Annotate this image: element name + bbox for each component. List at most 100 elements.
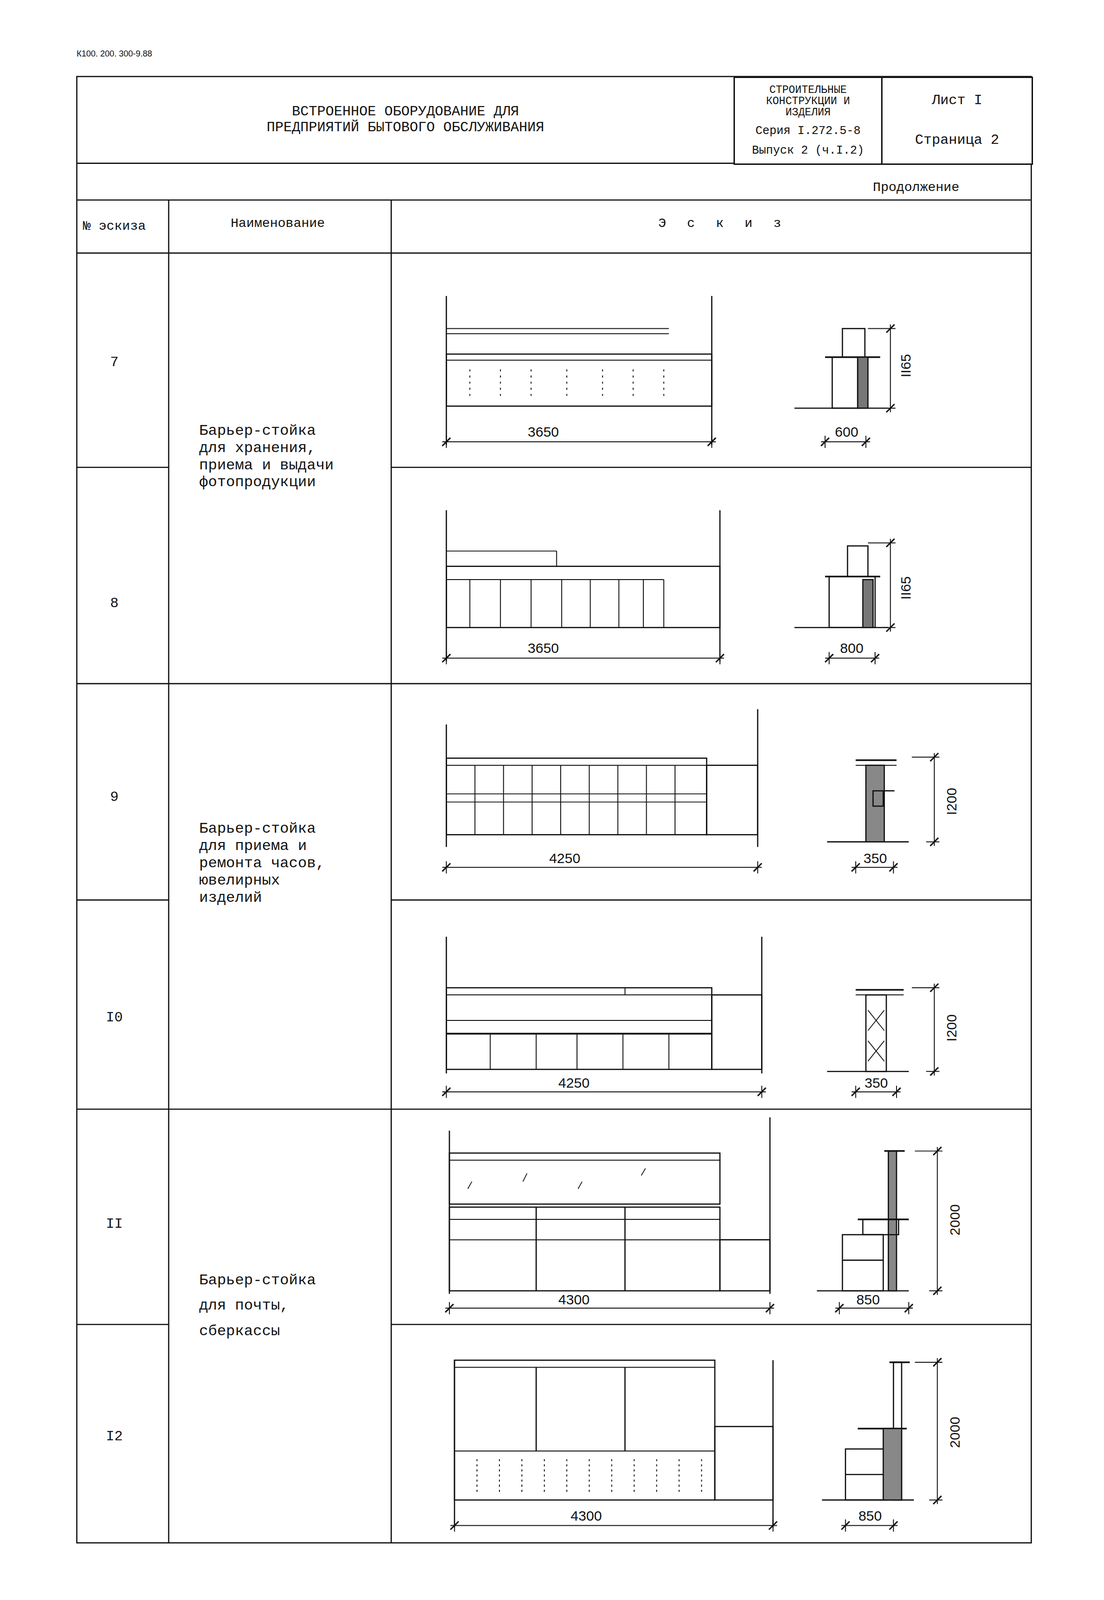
dimension: I200: [944, 1012, 959, 1044]
drawn-line: [622, 1033, 624, 1070]
drawn-line: [624, 988, 626, 996]
drawn-line: [566, 1459, 568, 1496]
title-block-cell: СТРОИТЕЛЬНЫЕ КОНСТРУКЦИИ И ИЗДЕЛИЯСерия …: [733, 76, 884, 165]
drawn-line: [454, 1367, 715, 1369]
sheet-title: ВСТРОЕННОЕ ОБОРУДОВАНИЕ ДЛЯ ПРЕДПРИЯТИЙ …: [242, 103, 570, 136]
drawn-line: [76, 466, 169, 469]
drawn-line: [449, 1160, 720, 1161]
stamp-text: Лист I: [932, 93, 983, 109]
sketch-number: I0: [106, 1010, 123, 1027]
drawn-line: [769, 1302, 771, 1315]
drawn-rect: [842, 328, 865, 358]
drawn-line: [884, 790, 895, 792]
drawn-line: [602, 369, 604, 401]
sketch-number: 9: [110, 789, 119, 806]
drawn-line: [522, 1174, 528, 1183]
drawn-line: [446, 801, 707, 803]
drawn-line: [868, 542, 896, 544]
drawn-line: [454, 1451, 715, 1453]
drawn-line: [668, 1033, 670, 1070]
drawn-rect: [719, 1240, 770, 1292]
drawn-line: [454, 1519, 456, 1532]
drawn-line: [892, 861, 894, 874]
drawn-line: [929, 1500, 943, 1502]
drawn-line: [446, 994, 712, 996]
drawn-line: [442, 657, 725, 659]
drawn-line: [449, 1219, 720, 1221]
drawn-rect: [454, 1360, 715, 1501]
drawn-line: [168, 199, 170, 1544]
dimension: 350: [862, 1076, 891, 1091]
column-header: № эскиза: [79, 219, 150, 235]
drawn-line: [646, 765, 648, 836]
drawn-line: [560, 765, 562, 836]
stamp-text: СТРОИТЕЛЬНЫЕ КОНСТРУКЦИИ И ИЗДЕЛИЯ: [761, 84, 855, 119]
drawn-line: [868, 1010, 885, 1032]
drawn-line: [641, 1168, 646, 1176]
drawn-line: [576, 1033, 578, 1070]
dimension: 600: [833, 425, 861, 440]
drawn-rect: [847, 546, 869, 577]
dimension: 850: [854, 1293, 882, 1308]
drawn-line: [467, 1182, 472, 1190]
drawn-line: [555, 551, 557, 567]
drawn-line: [469, 579, 471, 628]
title-block-cell: Лист IСтраница 2: [881, 76, 1033, 165]
dimension: 4250: [556, 1076, 592, 1091]
drawn-line: [936, 1358, 938, 1505]
drawn-line: [499, 579, 501, 628]
dimension: 3650: [526, 425, 562, 440]
drawn-line: [757, 861, 759, 874]
drawn-line: [474, 765, 476, 836]
drawn-line: [450, 1525, 777, 1527]
column-header: Эскиз: [658, 216, 803, 232]
drawn-line: [890, 539, 891, 633]
document-code: К100. 200. 300-9.88: [76, 49, 153, 59]
item-name: Барьер-стойка для хранения, приема и выд…: [199, 422, 344, 492]
drawn-line: [884, 1150, 905, 1153]
drawn-line: [611, 1459, 613, 1496]
drawn-line: [446, 359, 712, 361]
drawn-line: [933, 753, 935, 847]
drawn-rect: [857, 357, 869, 409]
drawn-line: [503, 765, 505, 836]
drawn-line: [914, 1362, 943, 1364]
drawn-line: [566, 369, 568, 401]
drawn-line: [588, 1459, 590, 1496]
drawn-rect: [446, 758, 707, 835]
drawn-line: [868, 1041, 885, 1062]
drawn-line: [76, 199, 1032, 201]
drawn-line: [889, 1361, 911, 1364]
drawn-line: [896, 1086, 898, 1099]
drawn-line: [390, 199, 392, 1544]
drawn-line: [446, 579, 664, 581]
drawn-line: [868, 1041, 885, 1062]
drawn-line: [855, 861, 857, 874]
drawn-line: [820, 441, 870, 443]
dimension: 4300: [556, 1293, 592, 1308]
drawn-line: [391, 466, 1032, 469]
drawn-line: [391, 899, 1032, 902]
drawn-line: [851, 867, 898, 869]
drawn-line: [624, 1367, 626, 1452]
drawn-line: [624, 1207, 626, 1292]
drawn-line: [588, 765, 590, 836]
drawn-line: [874, 652, 876, 665]
drawn-line: [855, 1086, 857, 1099]
drawn-line: [445, 435, 447, 449]
drawn-line: [772, 1519, 774, 1532]
drawn-line: [857, 1218, 909, 1221]
drawn-line: [936, 1147, 938, 1296]
drawn-line: [865, 435, 867, 449]
drawn-rect: [446, 354, 712, 406]
drawn-rect: [829, 576, 876, 628]
drawn-line: [911, 756, 940, 758]
drawn-line: [925, 1071, 940, 1073]
dimension: 3650: [526, 641, 562, 656]
drawn-line: [561, 579, 563, 628]
drawn-line: [841, 1525, 898, 1527]
drawn-line: [442, 1091, 767, 1093]
item-name: Барьер-стойка для приема и ремонта часов…: [199, 820, 344, 907]
drawn-line: [446, 1032, 712, 1035]
